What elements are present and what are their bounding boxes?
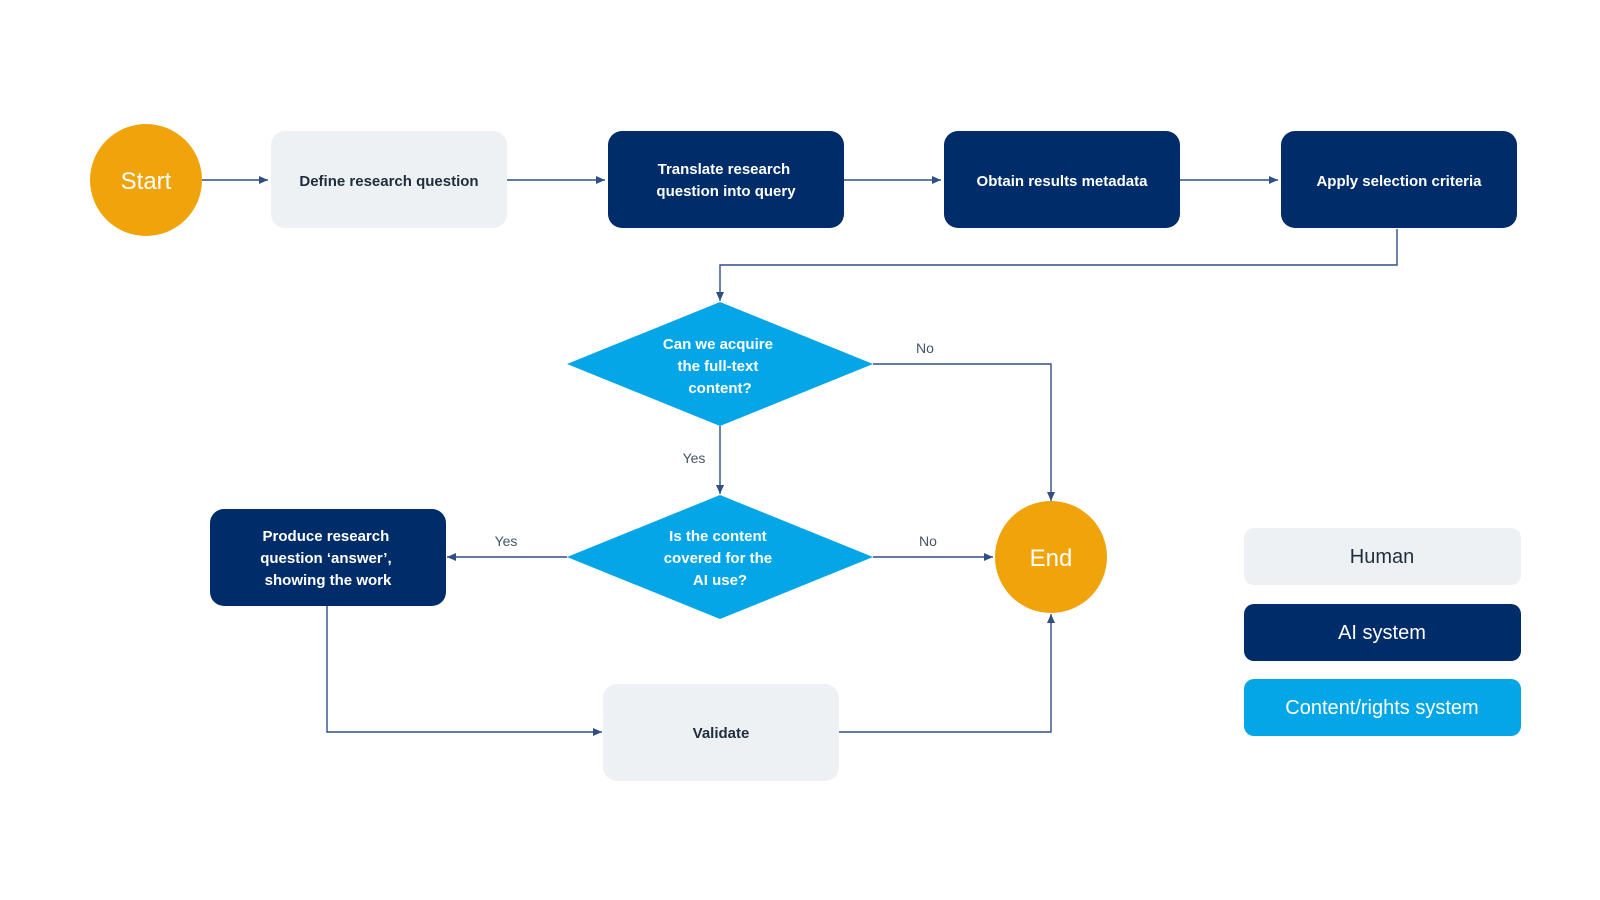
legend-content-rights: Content/rights system <box>1244 679 1521 736</box>
edge-produce-to-validate <box>326 606 602 736</box>
translate-query-node: Translate research question into query <box>608 131 844 228</box>
produce-label: Produce research question ‘answer’, show… <box>260 528 396 589</box>
translate-line-2: question into query <box>656 183 796 200</box>
translate-line-1: Translate research <box>658 161 791 178</box>
acquire-line-3: content? <box>688 380 751 397</box>
apply-box <box>1281 131 1517 228</box>
end-node: End <box>995 501 1107 613</box>
legend-human-swatch <box>1244 528 1521 585</box>
obtain-box <box>944 131 1180 228</box>
legend-ai-system: AI system <box>1244 604 1521 661</box>
connectors <box>199 176 1398 736</box>
acquire-line-2: the full-text <box>677 358 758 375</box>
start-node: Start <box>90 124 202 236</box>
covered-decision-node: Is the content covered for the AI use? <box>567 495 873 619</box>
produce-line-3: showing the work <box>265 572 392 589</box>
translate-label: Translate research question into query <box>656 161 796 200</box>
produce-line-2: question ‘answer’, <box>260 550 391 567</box>
label-acquire-yes: Yes <box>683 450 706 466</box>
legend-human-label: Human <box>1350 546 1414 568</box>
apply-label: Apply selection criteria <box>1316 173 1482 190</box>
obtain-label: Obtain results metadata <box>977 173 1149 190</box>
legend: Human AI system Content/rights system <box>1244 528 1521 736</box>
end-label: End <box>1030 545 1073 572</box>
apply-criteria-node: Apply selection criteria <box>1281 131 1517 228</box>
acquire-label: Can we acquire the full-text content? <box>663 336 777 397</box>
legend-ai-label: AI system <box>1338 622 1426 644</box>
covered-line-3: AI use? <box>693 572 747 589</box>
legend-content-swatch <box>1244 679 1521 736</box>
legend-ai-swatch <box>1244 604 1521 661</box>
define-box <box>271 131 507 228</box>
translate-box <box>608 131 844 228</box>
legend-content-label: Content/rights system <box>1285 697 1478 719</box>
end-circle <box>995 501 1107 613</box>
produce-line-1: Produce research <box>263 528 390 545</box>
edge-validate-to-end <box>839 614 1055 733</box>
label-acquire-no: No <box>916 340 934 356</box>
covered-label: Is the content covered for the AI use? <box>664 528 777 589</box>
obtain-metadata-node: Obtain results metadata <box>944 131 1180 228</box>
acquire-decision-node: Can we acquire the full-text content? <box>567 302 873 426</box>
acquire-line-1: Can we acquire <box>663 336 773 353</box>
label-covered-no: No <box>919 533 937 549</box>
acquire-diamond <box>567 302 873 426</box>
label-covered-yes: Yes <box>495 533 518 549</box>
produce-answer-node: Produce research question ‘answer’, show… <box>210 509 446 606</box>
covered-line-1: Is the content <box>669 528 767 545</box>
edge-apply-to-acquire <box>716 229 1398 301</box>
start-circle <box>90 124 202 236</box>
produce-box <box>210 509 446 606</box>
define-research-question-node: Define research question <box>271 131 507 228</box>
edge-acquire-no-to-end <box>873 363 1055 501</box>
validate-box <box>603 684 839 781</box>
covered-line-2: covered for the <box>664 550 772 567</box>
validate-label: Validate <box>693 725 750 742</box>
validate-node: Validate <box>603 684 839 781</box>
start-label: Start <box>121 168 172 195</box>
covered-diamond <box>567 495 873 619</box>
define-label: Define research question <box>299 173 478 190</box>
legend-human: Human <box>1244 528 1521 585</box>
